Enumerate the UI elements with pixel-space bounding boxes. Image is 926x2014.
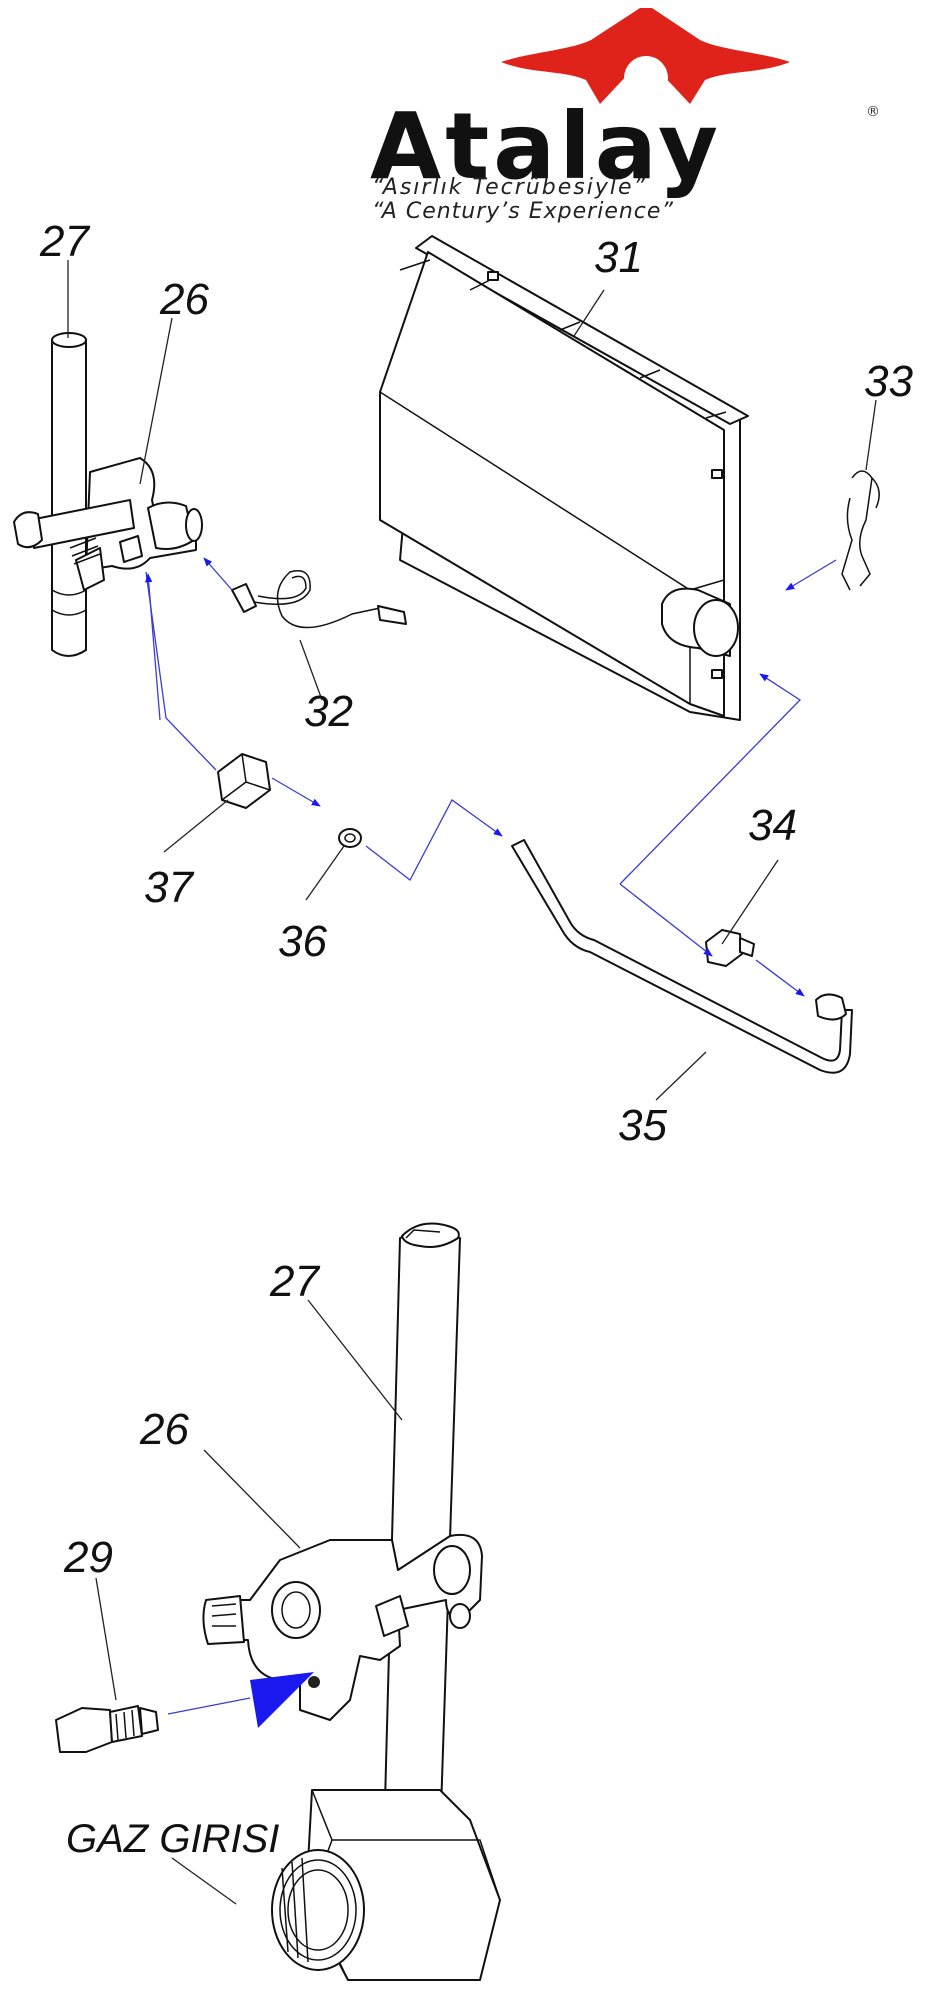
label-33: 33 xyxy=(864,357,913,406)
part-27-pipe-top xyxy=(51,332,87,657)
label-26-top: 26 xyxy=(159,275,209,324)
insert-arrow-icon xyxy=(250,1672,314,1728)
part-34-nozzle-fitting xyxy=(705,929,755,967)
label-34: 34 xyxy=(748,801,797,850)
label-29: 29 xyxy=(63,1533,113,1582)
label-36: 36 xyxy=(278,917,327,966)
part-26-valve-top xyxy=(13,457,203,591)
part-33-spring-clip xyxy=(841,470,880,591)
brand-logo: Atalay ® “Asırlık Tecrübesiyle” “A Centu… xyxy=(370,8,880,224)
part-gas-inlet-block xyxy=(271,1789,501,1981)
part-37-nut xyxy=(217,753,271,809)
label-27-bottom: 27 xyxy=(269,1257,320,1306)
label-32: 32 xyxy=(304,687,353,736)
part-35-gas-tube xyxy=(511,839,853,1074)
registered-mark: ® xyxy=(866,104,880,120)
part-36-sleeve xyxy=(338,828,362,848)
brand-tagline-en: “A Century’s Experience” xyxy=(372,199,674,224)
leader-lines-top xyxy=(67,260,877,1101)
label-37: 37 xyxy=(144,863,194,912)
brand-name: Atalay xyxy=(370,93,722,200)
assembly-lines-top xyxy=(145,557,837,997)
logo-emblem-icon xyxy=(501,8,790,104)
part-27-pipe-bottom xyxy=(383,1222,461,1841)
assembly-lines-bottom xyxy=(167,1672,314,1728)
label-gas-inlet: GAZ GIRISI xyxy=(66,1817,279,1861)
part-26-valve-bottom xyxy=(202,1534,483,1721)
leader-lines-bottom xyxy=(95,1299,403,1905)
label-27-top: 27 xyxy=(39,217,90,266)
label-26-bottom: 26 xyxy=(139,1405,189,1454)
part-29-nozzle xyxy=(55,1705,159,1753)
label-35: 35 xyxy=(618,1101,667,1150)
brand-tagline-tr: “Asırlık Tecrübesiyle” xyxy=(372,175,647,200)
label-31: 31 xyxy=(594,233,643,282)
part-32-thermocouple xyxy=(231,570,407,629)
part-31-burner-box xyxy=(379,235,749,721)
